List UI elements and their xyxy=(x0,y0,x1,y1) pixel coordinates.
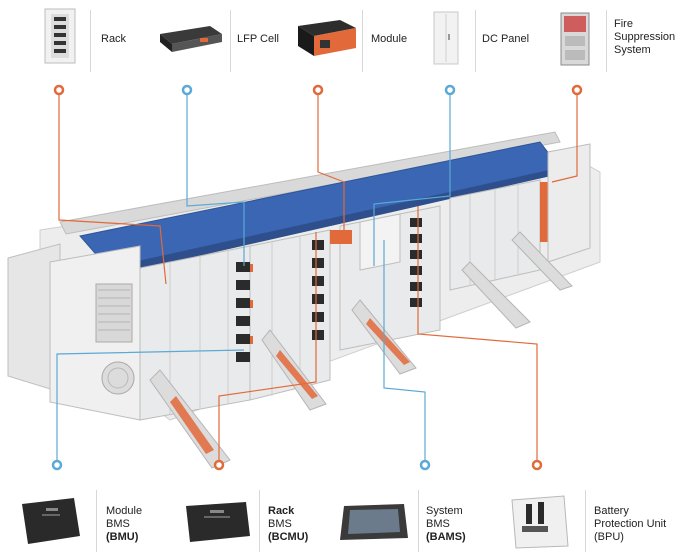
leader-rack xyxy=(58,92,167,285)
top-rail xyxy=(59,131,561,235)
bpu-thumbnail xyxy=(511,495,569,549)
dc-panel-thumbnail xyxy=(433,11,459,65)
rack-marker xyxy=(53,84,65,96)
lfp-cell-thumbnail xyxy=(160,26,222,52)
dc-panel xyxy=(359,213,401,271)
bpu-marker xyxy=(531,459,543,471)
bams-label: System BMS (BAMS) xyxy=(426,505,466,543)
leader-bpu xyxy=(417,206,538,463)
fire-suppression-cabinet xyxy=(547,143,591,263)
leader-dc-panel xyxy=(373,92,451,266)
rack-label: Rack xyxy=(101,33,127,45)
module-thumbnail xyxy=(298,20,356,56)
lfp-cell-marker xyxy=(181,84,193,96)
bpu-label: Battery Protection Unit (BPU) xyxy=(594,505,667,543)
bcmu-marker xyxy=(213,459,225,471)
dc-panel-label: DC Panel xyxy=(482,33,530,45)
rack-thumbnail xyxy=(44,8,76,64)
leader-bams xyxy=(383,240,426,463)
hvac-fan xyxy=(101,361,135,395)
bcmu-thumbnail xyxy=(186,502,250,542)
module-label: Module xyxy=(371,33,408,45)
bmu-marker xyxy=(51,459,63,471)
leader-bcmu xyxy=(218,232,317,463)
leader-fire-suppression xyxy=(551,92,578,183)
module-marker xyxy=(312,84,324,96)
dc-panel-marker xyxy=(444,84,456,96)
lfp-cell-label: LFP Cell xyxy=(237,33,279,45)
leader-bmu xyxy=(56,349,245,463)
fire-suppression-marker xyxy=(571,84,583,96)
hvac-grille xyxy=(95,283,133,343)
bams-marker xyxy=(419,459,431,471)
fire-suppression-thumbnail xyxy=(560,12,590,66)
bcmu-label: Rack BMS (BCMU) xyxy=(268,505,309,543)
leader-module xyxy=(317,92,345,236)
bams-thumbnail xyxy=(340,504,408,540)
bmu-thumbnail xyxy=(22,498,80,544)
module-stacks xyxy=(236,218,422,362)
leader-lfp-cell xyxy=(186,92,245,266)
fire-suppression-label: Fire Suppression System xyxy=(614,18,676,56)
leader-endpoints xyxy=(51,84,583,471)
bmu-label: Module BMS (BMU) xyxy=(106,505,143,543)
